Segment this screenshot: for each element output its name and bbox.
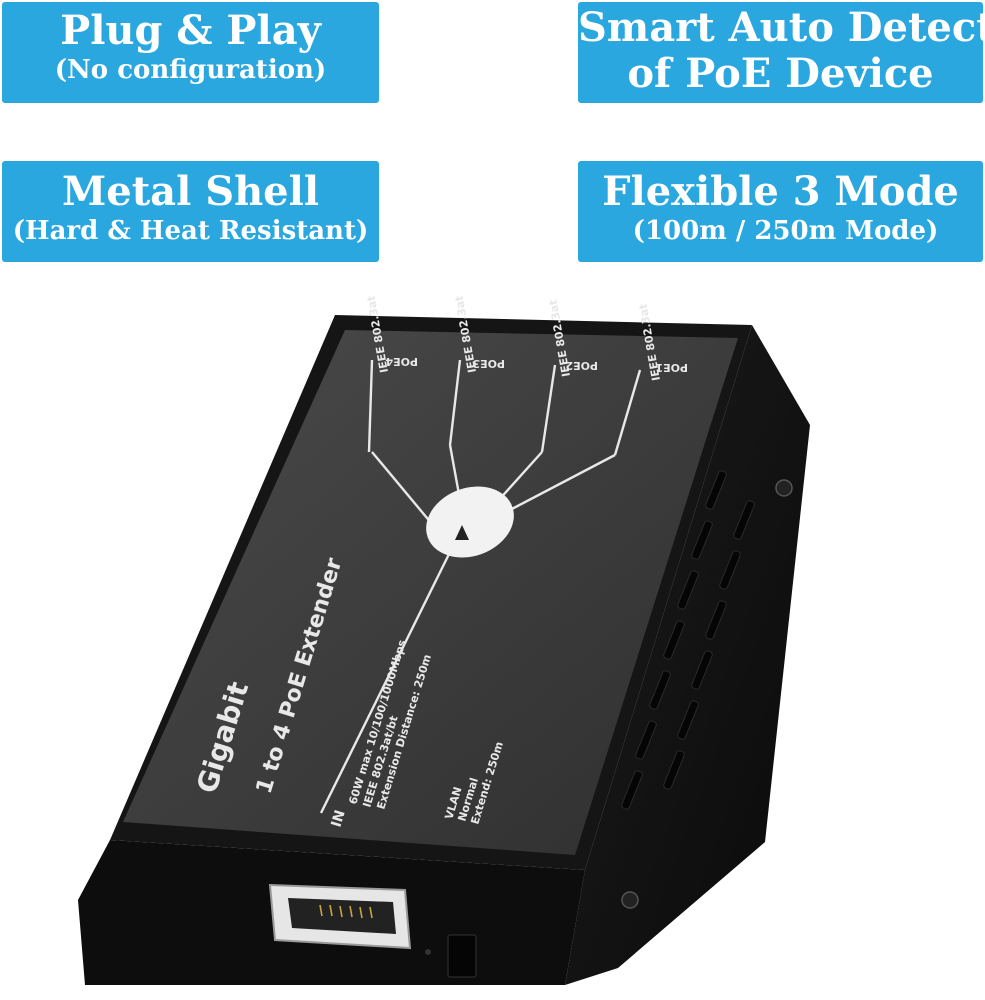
device-side-face (565, 325, 810, 985)
port-label-poe3: POE3 (472, 357, 505, 370)
vent-slots (621, 470, 755, 810)
splitter-circle (426, 486, 514, 558)
badge-subtitle: (No configuration) (54, 55, 327, 85)
port-label-poe2: POE2 (565, 359, 598, 372)
port-label-poe4: POE4 (385, 355, 418, 368)
badge-title-line2: of PoE Device (627, 50, 934, 97)
rj45-port (268, 883, 412, 950)
badge-title: Flexible 3 Mode (602, 168, 959, 215)
indicator-hole (425, 949, 431, 955)
feature-badge-flexible-mode: Flexible 3 Mode (100m / 250m Mode) (578, 161, 983, 262)
badge-subtitle: (100m / 250m Mode) (632, 216, 939, 246)
screw (775, 479, 793, 497)
port-label-poe1: POE1 (655, 361, 688, 374)
feature-badge-auto-detect: Smart Auto Detect of PoE Device (578, 2, 983, 103)
badge-title: Metal Shell (61, 168, 320, 215)
feature-badge-plug-and-play: Plug & Play (No configuration) (2, 2, 379, 103)
screw (621, 891, 639, 909)
badge-subtitle: (Hard & Heat Resistant) (12, 216, 369, 246)
input-label: IN (329, 808, 349, 829)
up-arrow-icon (455, 525, 469, 540)
feature-badge-metal-shell: Metal Shell (Hard & Heat Resistant) (2, 161, 379, 262)
mode-switch (447, 934, 477, 978)
badge-title: Plug & Play (60, 7, 321, 54)
badge-title-line1: Smart Auto Detect (578, 4, 983, 51)
